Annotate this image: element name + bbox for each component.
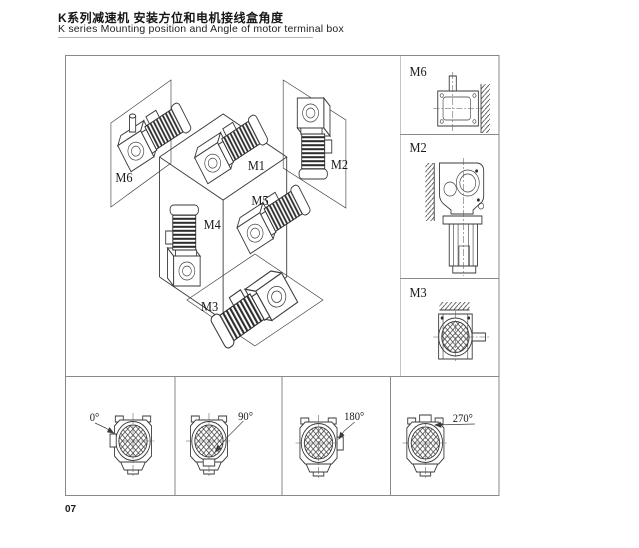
iso-label-m4: M4 [204,216,222,232]
angle-cell-0: 0° [90,411,157,477]
leader-180deg [338,421,355,440]
leader-90deg [214,420,244,453]
terminal-box-0deg [109,433,117,448]
gearmotor-m2 [296,97,333,180]
drawing-grid [65,55,500,496]
panel-m2: M2 [409,139,485,276]
leader-0deg [94,422,115,434]
panel-m6: M6 [409,63,490,133]
motor-rear-view-180 [295,414,342,479]
angle-label-0: 0° [90,411,100,424]
motor-rear-view-270 [401,414,449,479]
gearmotor-m5 [232,178,313,255]
motor-rear-view-0 [109,412,157,477]
terminal-box-90deg [202,458,216,467]
angle-label-180: 180° [344,410,364,423]
iso-label-m1: M1 [248,157,265,173]
gearmotor-m4 [165,204,201,287]
title-chinese: K系列减速机 安装方位和电机接线盒角度 [58,11,284,25]
terminal-box-270deg [419,414,432,423]
angle-label-270: 270° [453,412,473,425]
leader-270deg [434,421,475,428]
angle-cell-270: 270° [401,412,475,479]
angle-cell-90: 90° [185,410,253,477]
gearmotor-m6-shaft [129,113,137,133]
iso-label-m5: M5 [251,192,269,208]
iso-mounting-diagram: M1 M2 M3 M4 M5 M6 [110,79,348,353]
iso-label-m6: M6 [115,169,133,185]
panel-m3: M3 [409,284,490,363]
panel-m6-label: M6 [409,63,427,79]
iso-label-m2: M2 [331,156,348,172]
iso-label-m3: M3 [201,298,219,314]
motor-rear-view-90 [185,412,233,477]
page-number: 07 [65,504,77,515]
plane-m6 [110,79,172,208]
angle-label-90: 90° [238,410,253,423]
title-english: K series Mounting position and Angle of … [58,23,344,35]
panel-m2-label: M2 [409,139,426,155]
gearmotor-m6 [113,96,194,173]
header-underline [58,37,313,38]
panel-m3-label: M3 [409,284,427,300]
angle-cell-180: 180° [295,410,364,479]
terminal-box-180deg [336,436,344,451]
mounting-position-drawing: M1 M2 M3 M4 M5 M6 M6 M2 [65,55,500,496]
